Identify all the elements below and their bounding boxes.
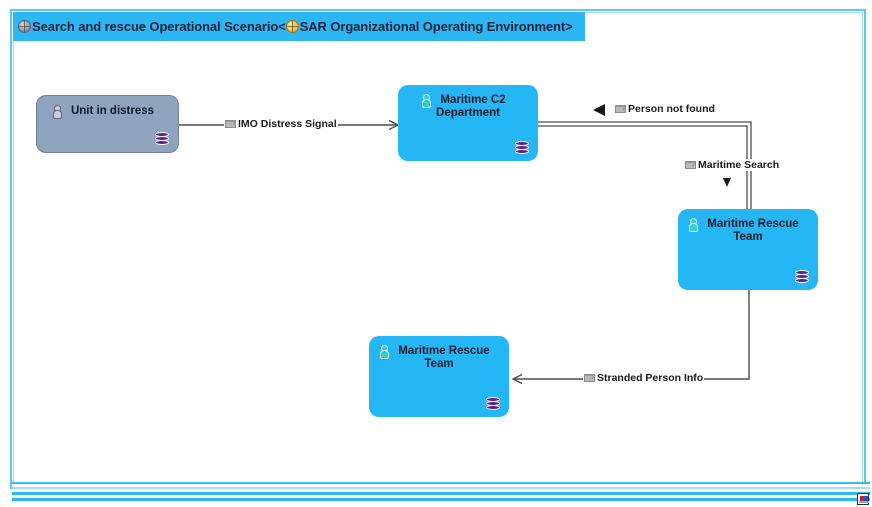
resize-frame-icon-blue [864,496,868,501]
resize-frame-icon-base [859,501,869,503]
node-maritime-rescue-team-right[interactable]: Maritime Rescue Team [678,209,818,290]
diagram-title-prefix: Search and rescue Operational Scenario< [32,19,286,34]
layers-icon [155,132,169,145]
node-label-line2: Department [436,107,500,119]
globe-yellow-icon [285,20,299,33]
flow-label-text: Maritime Search [698,159,780,171]
resize-frame-icon-red [860,496,864,501]
node-label: Maritime Rescue [398,345,490,357]
node-title-row: Maritime Rescue [678,218,818,231]
node-label-line2: Team [733,231,763,243]
node-unit-in-distress[interactable]: Unit in distress [36,95,179,153]
node-label: Maritime Rescue [707,218,799,230]
layers-icon [515,141,529,154]
envelope-icon [584,374,595,382]
layers-icon [486,397,500,410]
flow-label-maritime-search: Maritime Search [684,159,781,171]
person-icon [53,106,62,118]
node-label: Unit in distress [70,105,155,117]
envelope-icon [685,161,696,169]
flow-label-person-not-found: Person not found [614,103,716,115]
person-icon [380,346,389,358]
node-label: Maritime C2 [440,94,506,106]
flow-label-text: Person not found [628,103,715,115]
node-title-row: Maritime Rescue [369,345,509,358]
diagram-title-suffix: SAR Organizational Operating Environment… [299,19,573,34]
node-title-row: Unit in distress [37,105,178,118]
flow-label-imo-distress-signal: IMO Distress Signal [224,118,338,130]
flow-label-stranded-person-info: Stranded Person Info [583,372,705,384]
node-title-row: Maritime C2 [398,94,538,107]
diagram-title-bar[interactable]: Search and rescue Operational Scenario< … [13,12,585,41]
person-icon [689,219,698,231]
globe-gray-icon [18,20,31,33]
node-maritime-rescue-team-bottom[interactable]: Maritime Rescue Team [369,336,509,417]
envelope-icon [225,120,236,128]
envelope-icon [615,105,626,113]
flow-label-text: IMO Distress Signal [238,118,337,130]
node-label-line2: Team [424,358,454,370]
flow-label-text: Stranded Person Info [597,372,704,384]
layers-icon [795,270,809,283]
person-icon [422,95,431,107]
resize-frame-icon[interactable] [857,493,869,505]
frame-bottom-band-lower [12,492,870,501]
frame-bottom-band-upper [12,482,870,489]
node-maritime-c2-department[interactable]: Maritime C2 Department [398,85,538,161]
